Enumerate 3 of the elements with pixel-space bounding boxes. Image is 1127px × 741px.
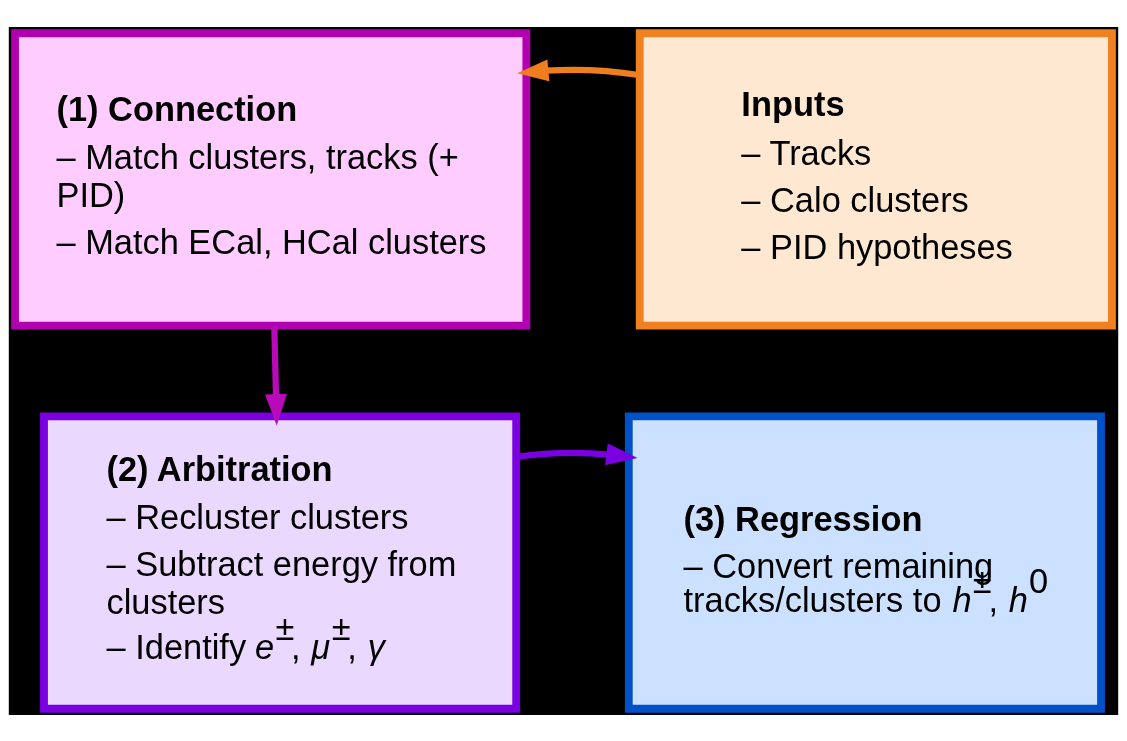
arrow <box>265 325 287 425</box>
node-box: (1) Connection – Match clusters, tracks (+ PID) – Match ECal, HCal clusters <box>11 28 531 330</box>
node-box: Inputs – Tracks – Calo clusters – PID hypotheses <box>635 28 1116 330</box>
